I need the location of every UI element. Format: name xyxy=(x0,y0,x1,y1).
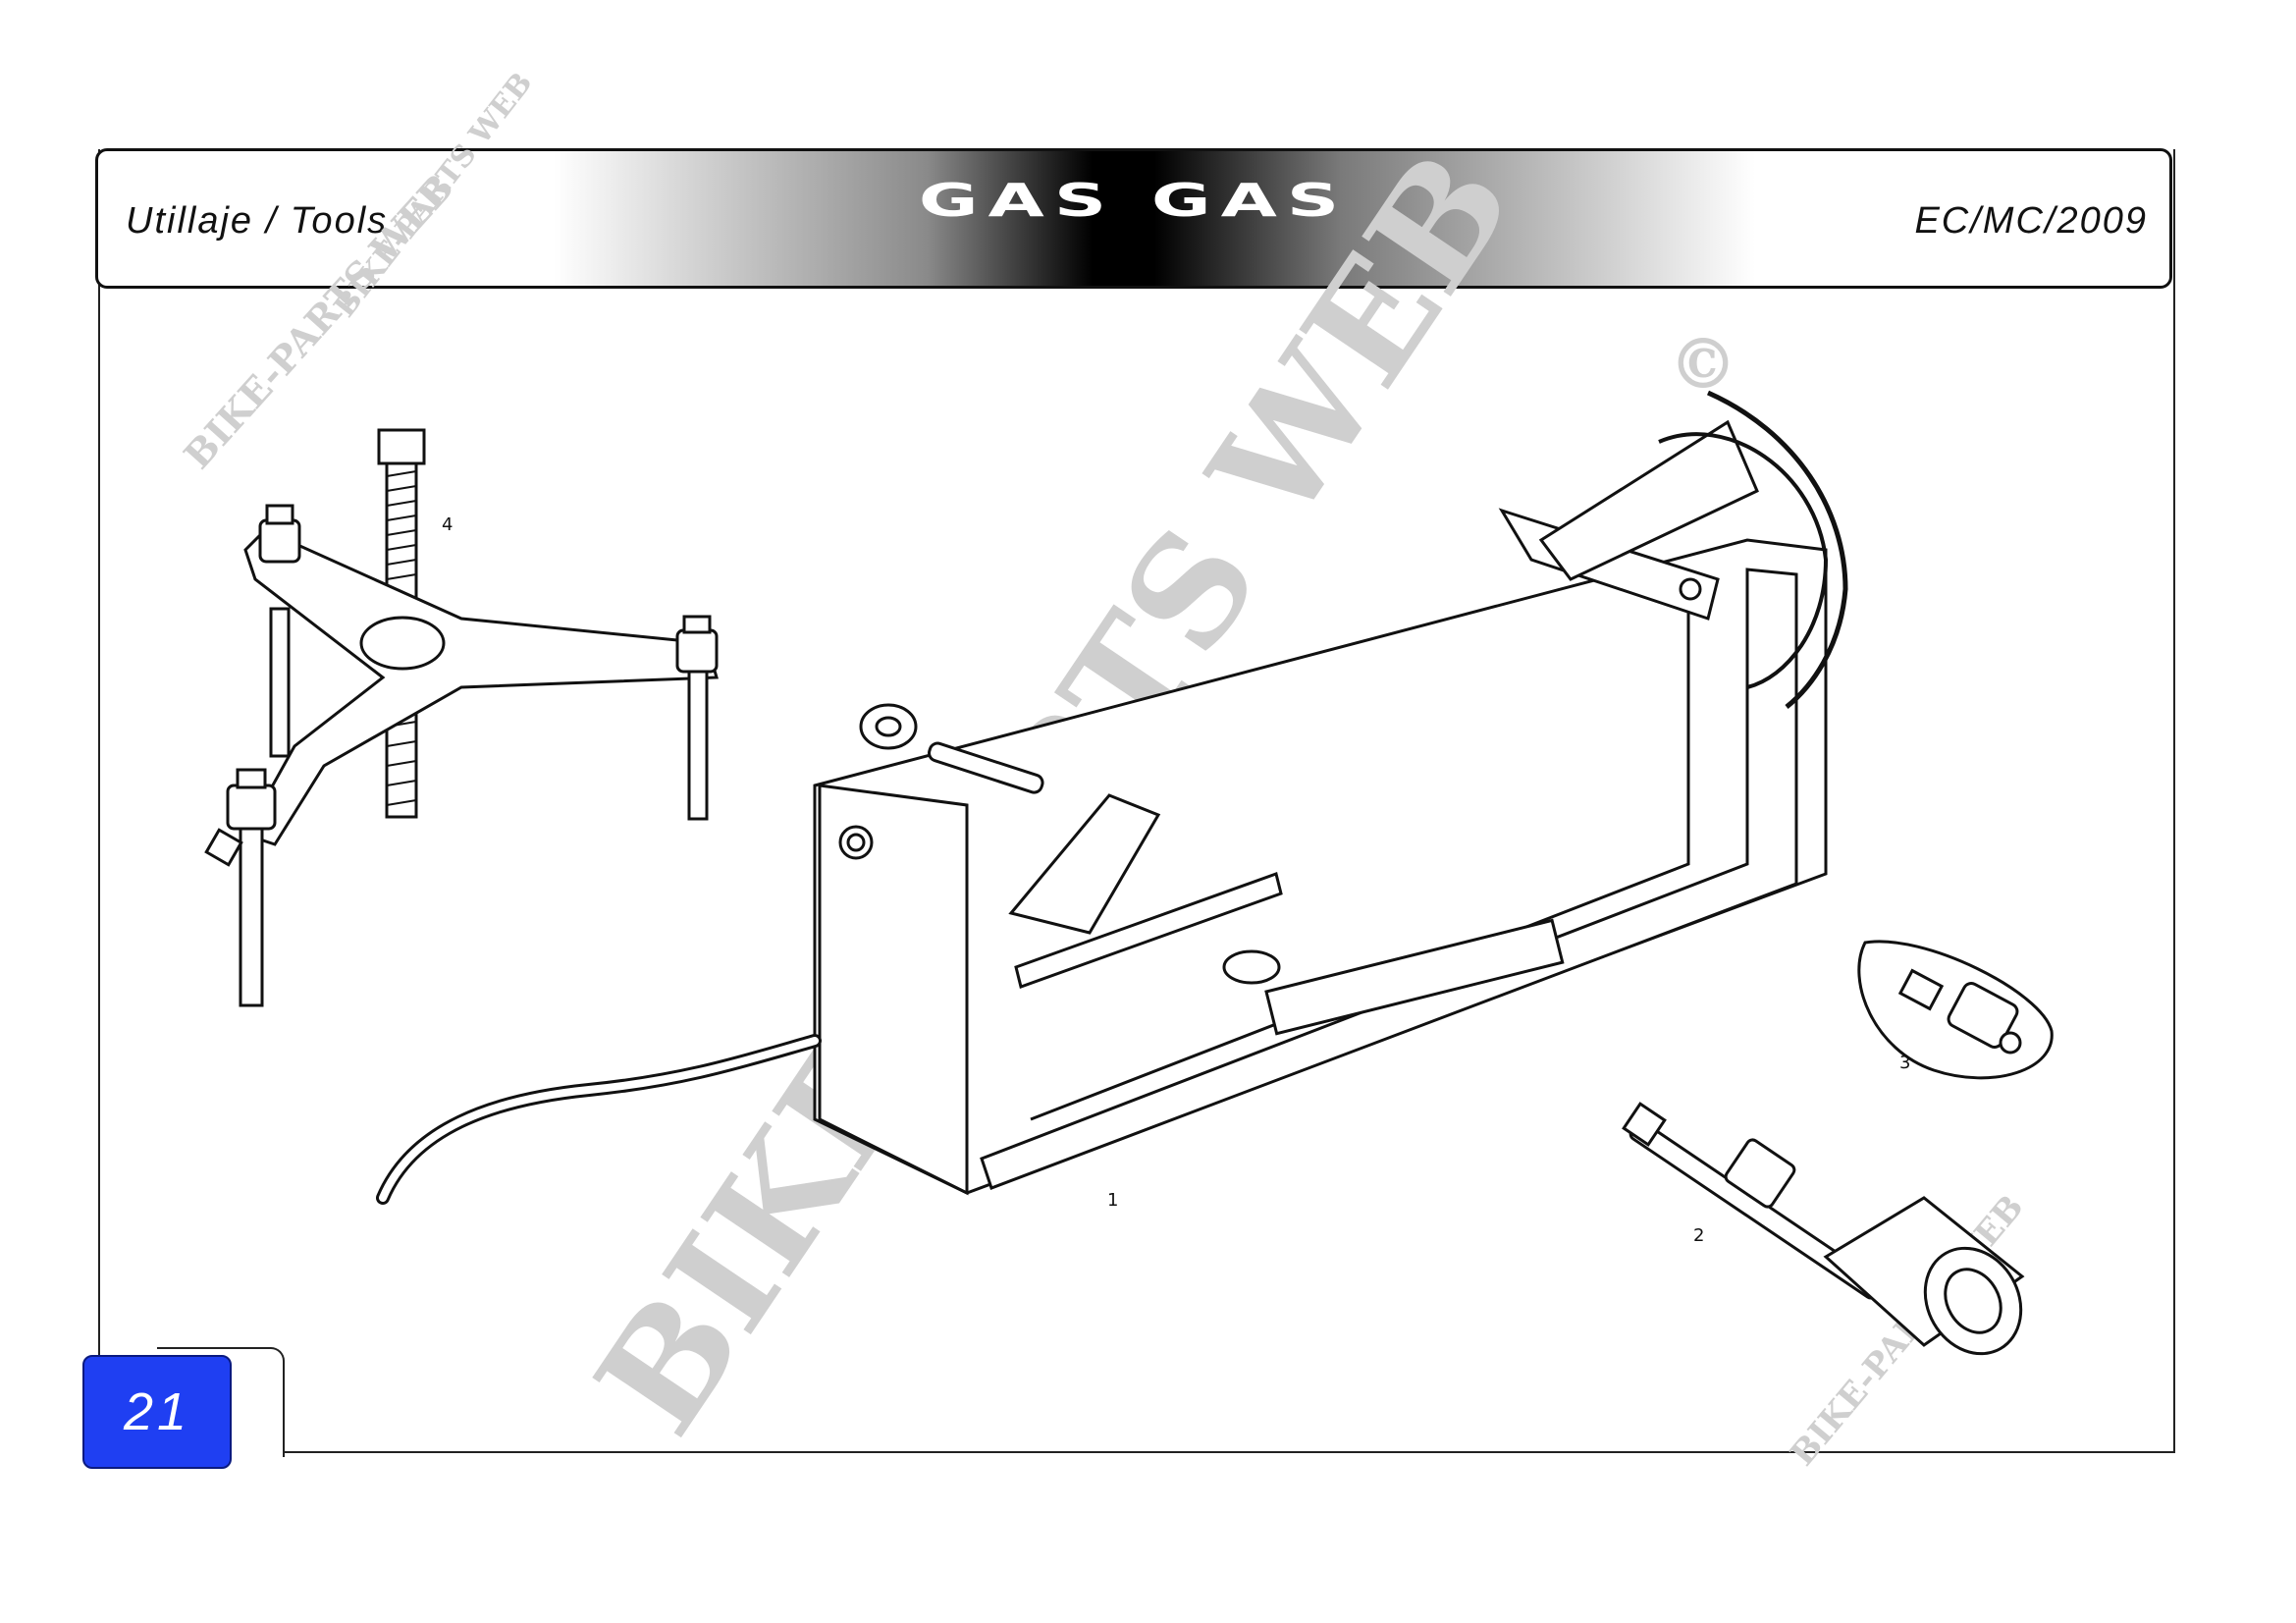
tool-4-puller xyxy=(204,428,719,1007)
model-year: EC/MC/2009 xyxy=(1914,200,2148,242)
watermark-small-header: BIKE-PARTS WEB xyxy=(328,66,540,323)
page-frame xyxy=(98,149,2175,1453)
page-number: 21 xyxy=(82,1355,232,1469)
callout-3: 3 xyxy=(1899,1053,1910,1073)
page-header: Utillaje / Tools GAS GAS EC/MC/2009 xyxy=(95,148,2172,289)
callout-4: 4 xyxy=(442,514,453,535)
section-title: Utillaje / Tools xyxy=(126,200,389,242)
tool-3-adapter xyxy=(1857,940,2054,1080)
callout-1: 1 xyxy=(1107,1190,1118,1211)
tool-2-extractor xyxy=(1622,1102,2025,1356)
brand-logo: GAS GAS xyxy=(918,175,1350,228)
watermark-copyright: © xyxy=(1669,323,1737,405)
tool-1-stand xyxy=(376,390,1848,1205)
callout-2: 2 xyxy=(1693,1225,1704,1246)
